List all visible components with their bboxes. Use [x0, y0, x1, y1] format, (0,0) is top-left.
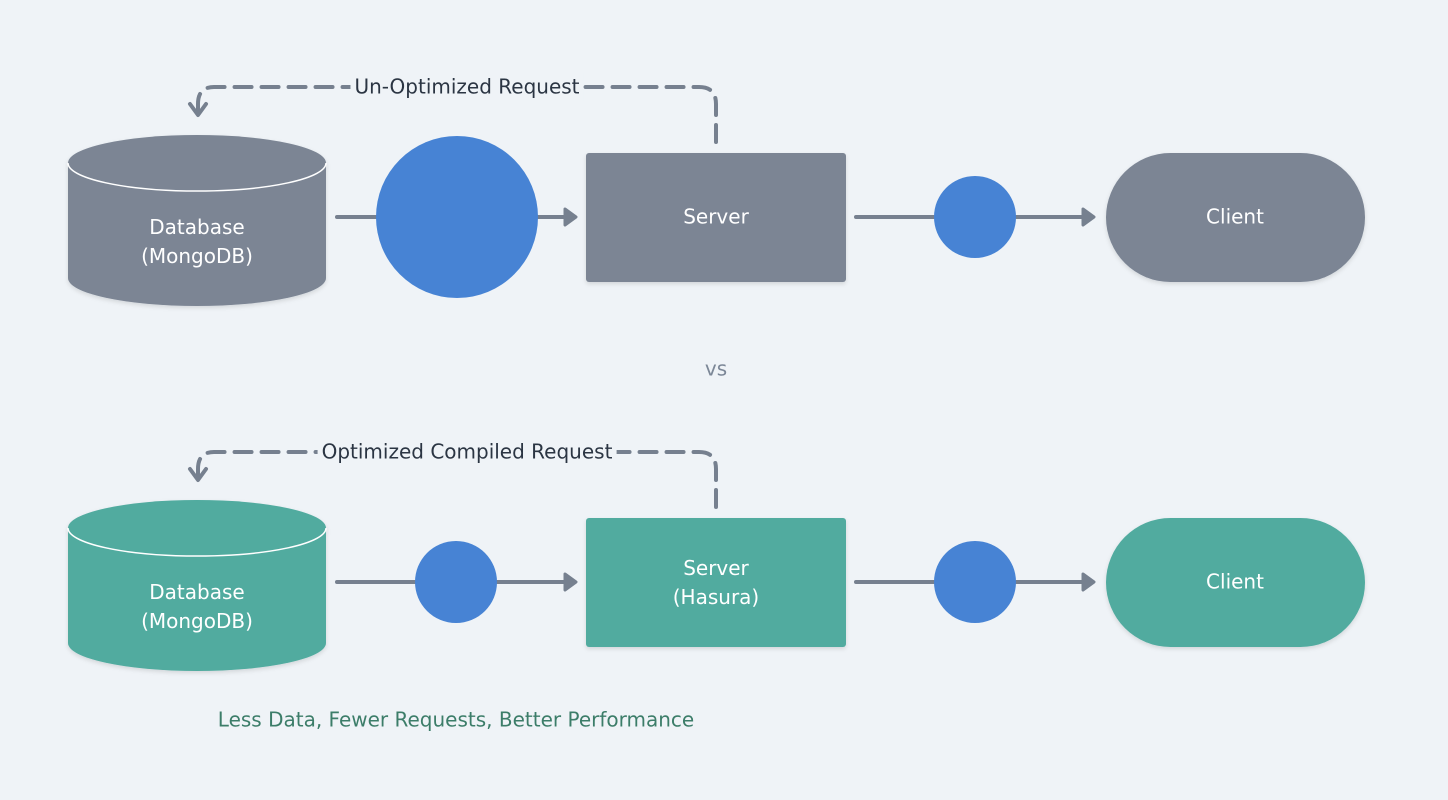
bottom-request-arrowhead: [188, 467, 208, 482]
bottom-server-label-line2: (Hasura): [672, 585, 760, 609]
top-server-node: [586, 153, 846, 282]
bottom-database-node: [67, 500, 327, 671]
bottom-server-label-line1: Server: [683, 556, 749, 580]
bottom-server-label: Server (Hasura): [673, 554, 759, 612]
top-client-label: Client: [1206, 203, 1264, 232]
top-payload-small-circle: [934, 176, 1016, 258]
bottom-payload-small-circle-2: [934, 541, 1016, 623]
bottom-flow: [67, 450, 1365, 671]
bottom-payload-small-circle-1: [415, 541, 497, 623]
bottom-client-label-line1: Client: [1206, 569, 1264, 594]
top-arrow-db-to-server-head: [563, 207, 578, 227]
bottom-database-top: [68, 500, 326, 556]
bottom-database-body: [68, 528, 326, 671]
bottom-database-rim: [67, 527, 327, 557]
top-payload-large-circle: [376, 136, 538, 298]
top-server-label: Server: [683, 203, 749, 232]
footer-tagline: Less Data, Fewer Requests, Better Perfor…: [217, 707, 695, 732]
top-database-rim: [67, 162, 327, 192]
top-database-top: [68, 135, 326, 191]
bottom-arrow-server-to-client-head: [1081, 572, 1096, 592]
top-request-arrowhead: [188, 102, 208, 117]
bottom-request-label: Optimized Compiled Request: [317, 437, 617, 467]
vs-separator: vs: [704, 356, 728, 381]
top-database-label: Database (MongoDB): [141, 213, 253, 271]
top-server-label-line1: Server: [683, 204, 749, 229]
top-database-body: [68, 163, 326, 306]
bottom-database-label-line1: Database: [149, 580, 245, 604]
top-database-label-line2: (MongoDB): [141, 244, 253, 268]
bottom-arrow-db-to-server-head: [563, 572, 578, 592]
top-request-label: Un-Optimized Request: [350, 72, 584, 102]
top-client-node: [1106, 153, 1365, 282]
bottom-client-node: [1106, 518, 1365, 647]
top-flow: [67, 85, 1365, 306]
top-arrow-server-to-client-head: [1081, 207, 1096, 227]
top-database-node: [67, 135, 327, 306]
bottom-server-node: [586, 518, 846, 647]
top-client-label-line1: Client: [1206, 204, 1264, 229]
bottom-client-label: Client: [1206, 568, 1264, 597]
bottom-database-label-line2: (MongoDB): [141, 609, 253, 633]
bottom-database-label: Database (MongoDB): [141, 578, 253, 636]
top-database-label-line1: Database: [149, 215, 245, 239]
